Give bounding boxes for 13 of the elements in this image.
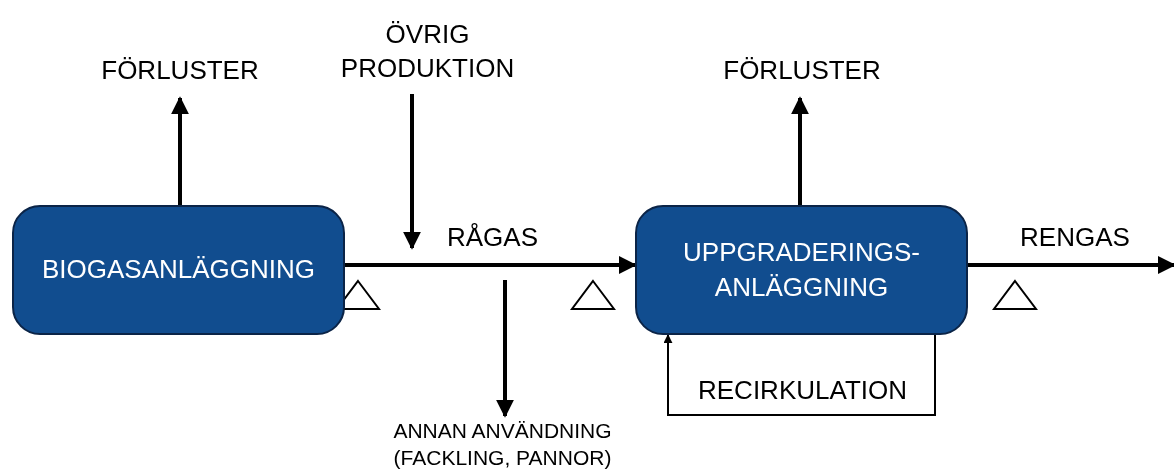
arrow [171,96,189,205]
arrow [968,256,1174,274]
flow-label: FÖRLUSTER [90,44,270,98]
process-box: UPPGRADERINGS- ANLÄGGNING [635,205,968,335]
flow-label: FÖRLUSTER [712,44,892,98]
arrow [791,96,809,205]
arrow [403,94,421,250]
arrow [663,334,936,416]
process-box: BIOGASANLÄGGNING [12,205,345,335]
flow-label: ANNAN ANVÄNDNING (FACKLING, PANNOR) [350,416,655,472]
arrow [345,256,637,274]
arrow [496,280,514,418]
flow-label: ÖVRIG PRODUKTION [330,10,525,94]
